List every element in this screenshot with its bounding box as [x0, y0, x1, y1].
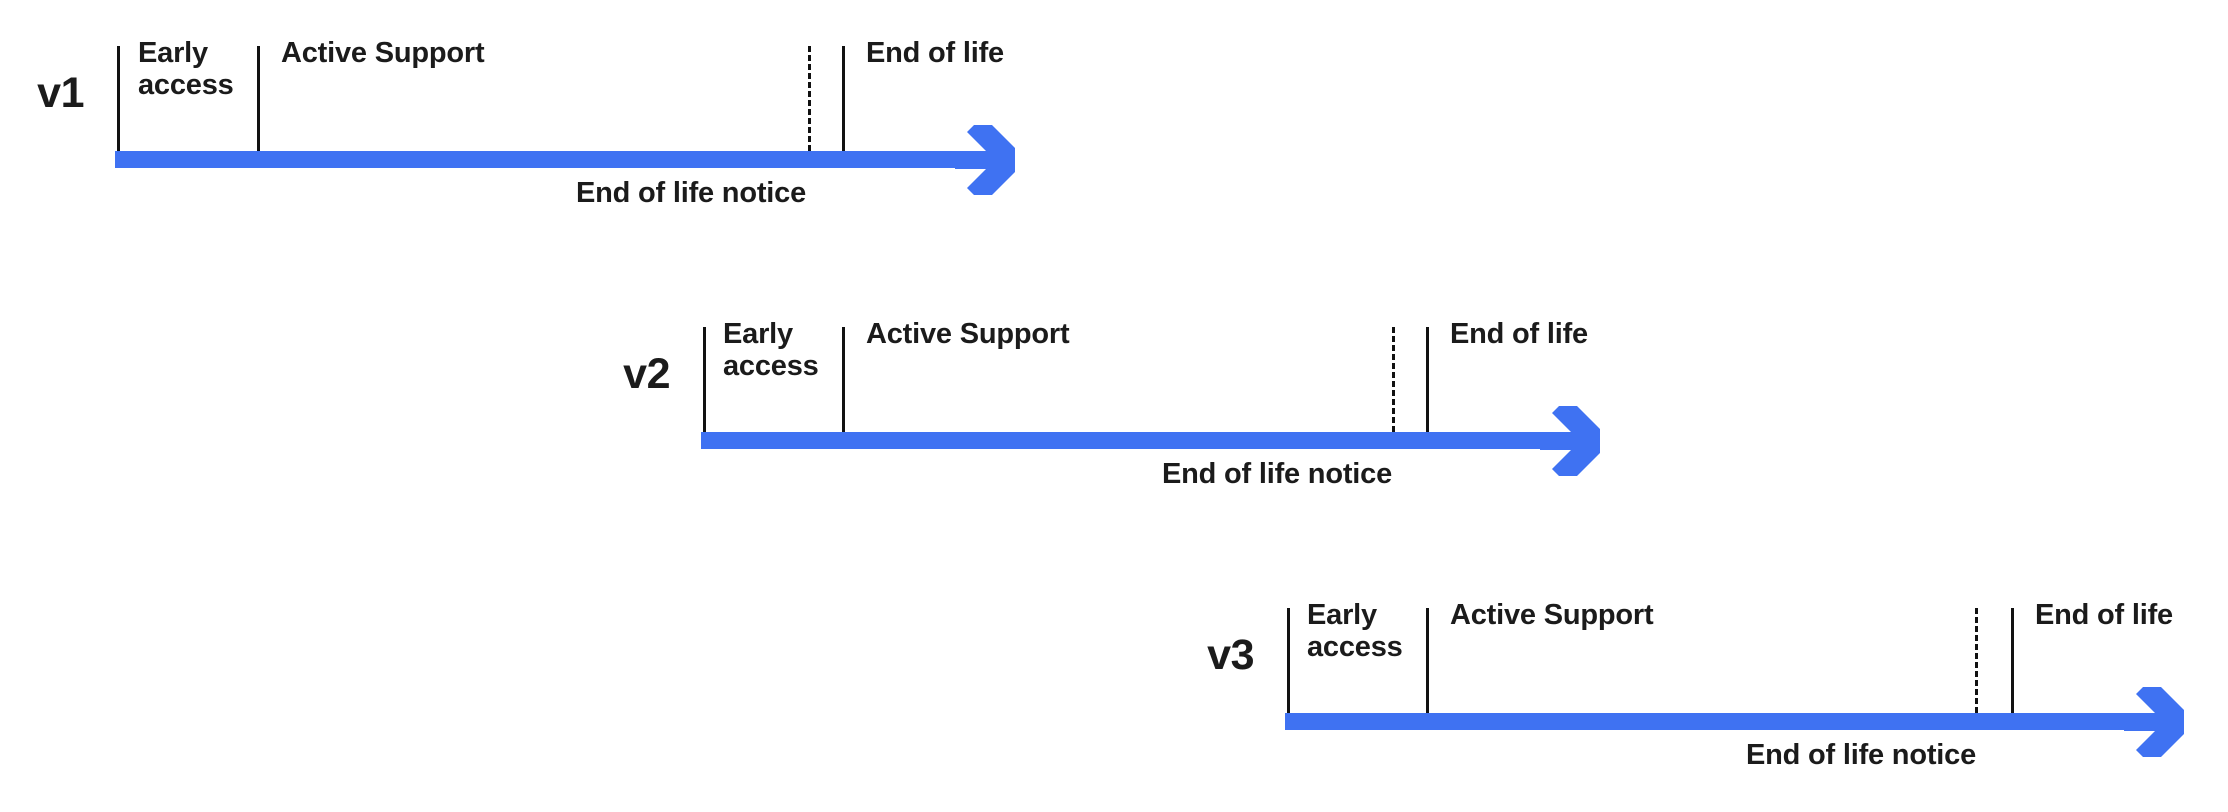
end-of-life-notice-marker-v3 [1975, 608, 1978, 713]
phase-divider-v3-3 [2011, 608, 2014, 713]
phase-label-v2-3: End of life [1450, 318, 1588, 350]
version-label-v1: v1 [37, 69, 84, 117]
timeline-bar-v3 [1285, 713, 2154, 730]
phase-divider-v1-3 [842, 46, 845, 151]
timeline-bar-v2 [701, 432, 1570, 449]
phase-label-v3-1: Early access [1307, 599, 1403, 664]
end-of-life-notice-marker-v1 [808, 46, 811, 151]
phase-divider-v2-2 [842, 327, 845, 432]
end-of-life-notice-label-v1: End of life notice [575, 177, 807, 209]
phase-label-v1-1: Early access [138, 37, 234, 102]
timeline-bar-v1 [115, 151, 985, 168]
phase-divider-v1-1 [117, 46, 120, 151]
phase-divider-v3-2 [1426, 608, 1429, 713]
phase-label-v2-1: Early access [723, 318, 819, 383]
phase-divider-v1-2 [257, 46, 260, 151]
phase-label-v1-2: Active Support [281, 37, 485, 69]
phase-label-v1-3: End of life [866, 37, 1004, 69]
phase-label-v3-2: Active Support [1450, 599, 1654, 631]
end-of-life-notice-marker-v2 [1392, 327, 1395, 432]
phase-divider-v2-3 [1426, 327, 1429, 432]
phase-label-v2-2: Active Support [866, 318, 1070, 350]
phase-divider-v3-1 [1287, 608, 1290, 713]
version-label-v2: v2 [623, 350, 670, 398]
end-of-life-notice-label-v3: End of life notice [1745, 739, 1977, 771]
phase-divider-v2-1 [703, 327, 706, 432]
version-label-v3: v3 [1207, 631, 1254, 679]
end-of-life-notice-label-v2: End of life notice [1161, 458, 1393, 490]
phase-label-v3-3: End of life [2035, 599, 2173, 631]
